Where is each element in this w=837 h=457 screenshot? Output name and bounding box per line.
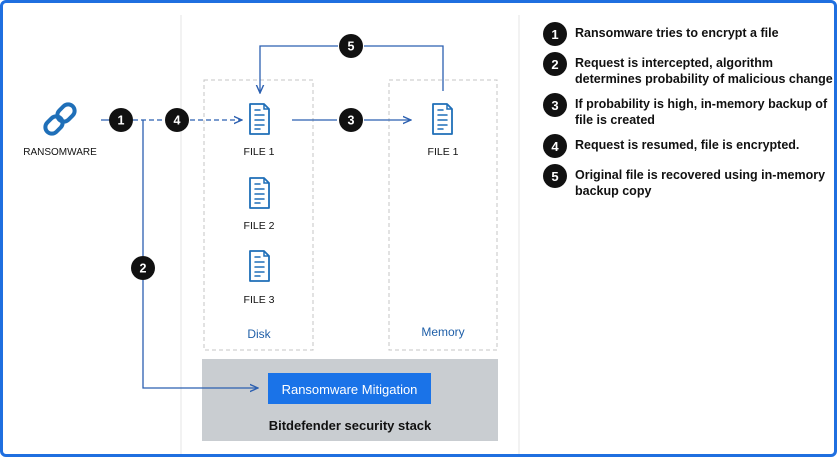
step-1-badge: 1: [109, 108, 133, 132]
legend-step-1-badge: 1: [543, 22, 567, 46]
legend-step-4-badge: 4: [543, 134, 567, 158]
legend-step-4-text: Request is resumed, file is encrypted.: [575, 138, 800, 152]
step-4-badge: 4: [165, 108, 189, 132]
legend-item-2: 2 Request is intercepted, algorithm dete…: [543, 52, 833, 87]
disk-container: [203, 79, 314, 351]
memory-label: Memory: [421, 325, 464, 339]
legend-step-2-badge: 2: [543, 52, 567, 76]
chain-link-icon: [43, 102, 77, 136]
step2-to-mitigation-arrow: [142, 280, 258, 388]
legend-step-5-badge: 5: [543, 164, 567, 188]
svg-text:3: 3: [348, 114, 355, 128]
legend-item-3: 3 If probability is high, in-memory back…: [543, 93, 833, 128]
legend: 1 Ransomware tries to encrypt a file 2 R…: [543, 22, 833, 208]
svg-text:1: 1: [118, 114, 125, 128]
disk-file2-icon: [249, 177, 270, 209]
disk-label: Disk: [247, 327, 271, 341]
ransomware-mitigation-box: [268, 373, 431, 404]
svg-text:2: 2: [140, 262, 147, 276]
step-3-badge: 3: [339, 108, 363, 132]
legend-item-5: 5 Original file is recovered using in-me…: [543, 164, 833, 199]
memory-to-step5-line: [364, 45, 444, 91]
legend-step-2-text: Request is intercepted, algorithm determ…: [575, 56, 833, 86]
ransomware-label: RANSOMWARE: [23, 147, 97, 158]
legend-item-1: 1 Ransomware tries to encrypt a file: [543, 22, 833, 46]
legend-step-3-text: If probability is high, in-memory backup…: [575, 97, 828, 127]
disk-file1-icon: [249, 103, 270, 135]
legend-step-1-text: Ransomware tries to encrypt a file: [575, 26, 779, 40]
legend-item-4: 4 Request is resumed, file is encrypted.: [543, 134, 833, 158]
disk-file1-label: FILE 1: [244, 146, 275, 158]
disk-file3-icon: [249, 250, 270, 282]
memory-file1-label: FILE 1: [428, 146, 459, 158]
svg-text:4: 4: [174, 114, 181, 128]
step-2-badge: 2: [131, 256, 155, 280]
svg-text:5: 5: [348, 40, 355, 54]
memory-file1-icon: [432, 103, 453, 135]
disk-file2-label: FILE 2: [244, 220, 275, 232]
step-5-badge: 5: [339, 34, 363, 58]
step5-to-disk-arrow: [260, 45, 338, 93]
legend-step-3-badge: 3: [543, 93, 567, 117]
diagram-canvas: Ransomware Mitigation Bitdefender securi…: [23, 15, 520, 454]
disk-file3-label: FILE 3: [244, 294, 275, 306]
security-stack-label: Bitdefender security stack: [269, 418, 432, 433]
legend-step-5-text: Original file is recovered using in-memo…: [575, 168, 826, 198]
mitigation-label: Ransomware Mitigation: [282, 382, 418, 397]
